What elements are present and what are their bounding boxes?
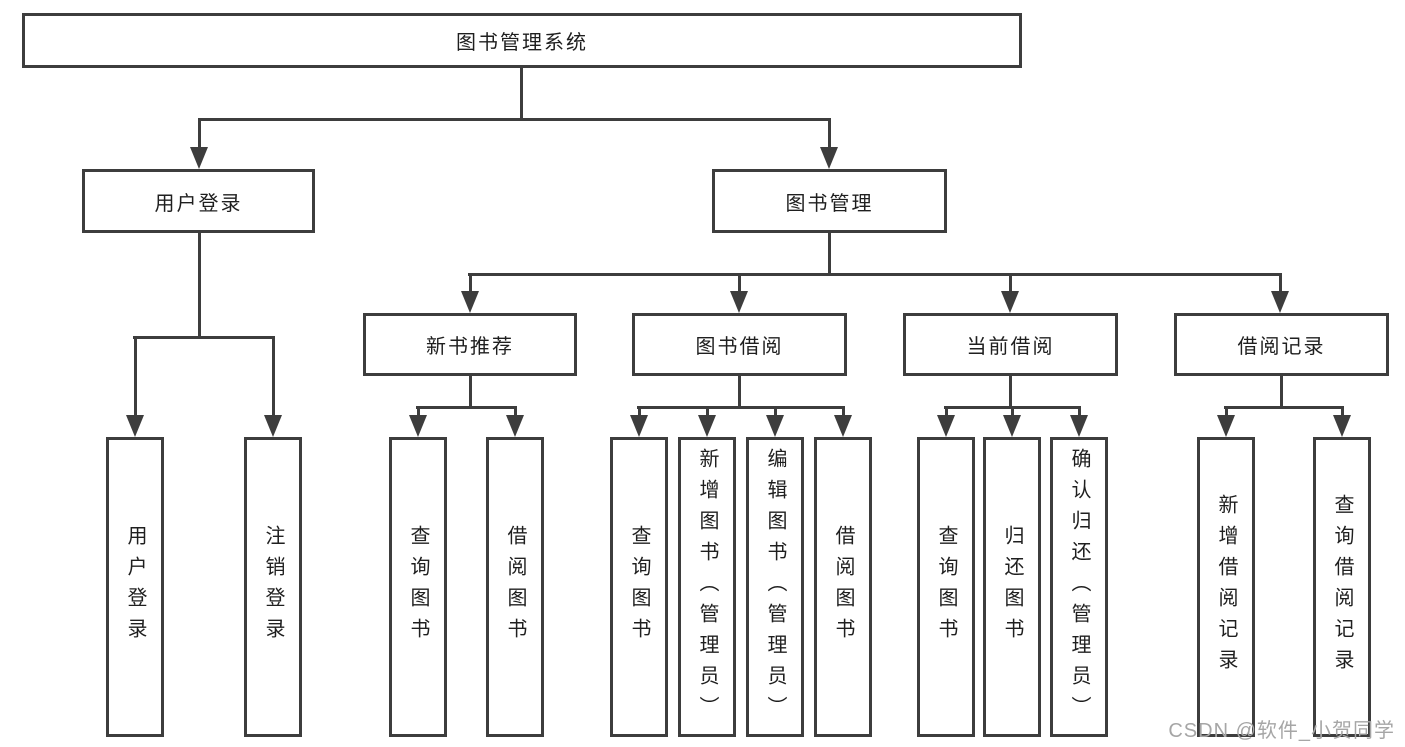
arrowhead-down [1271,291,1289,313]
leaf-recommend-borrow-books-label: 借阅图书 [504,525,526,649]
connector-line [828,233,831,273]
leaf-borrow-add-books: 新增图书（管理员） [678,437,736,737]
connector-line [842,406,845,418]
connector-line [272,336,275,417]
leaf-recommend-borrow-books: 借阅图书 [486,437,544,737]
connector-line [520,68,523,118]
leaf-current-return-books: 归还图书 [983,437,1041,737]
connector-line [416,406,517,409]
leaf-user-login: 用户登录 [106,437,164,737]
arrowhead-down [834,415,852,437]
leaf-logout-login: 注销登录 [244,437,302,737]
connector-line [738,273,741,293]
connector-line [134,336,137,417]
connector-line [1225,406,1228,418]
connector-line [1011,406,1014,418]
connector-line [133,336,275,339]
connector-line [1009,273,1012,293]
node-current-borrow: 当前借阅 [903,313,1118,376]
connector-line [198,233,201,336]
arrowhead-down [461,291,479,313]
leaf-recommend-query-books-label: 查询图书 [407,525,429,649]
leaf-records-query-record: 查询借阅记录 [1313,437,1371,737]
leaf-records-add-record-label: 新增借阅记录 [1215,494,1237,680]
connector-line [1224,406,1344,409]
arrowhead-down [937,415,955,437]
node-root: 图书管理系统 [22,13,1022,68]
connector-line [198,118,201,150]
node-book-management-label: 图书管理 [785,192,874,215]
node-book-management: 图书管理 [712,169,947,233]
leaf-current-query-books: 查询图书 [917,437,975,737]
leaf-user-login-label: 用户登录 [124,525,146,649]
arrowhead-down [698,415,716,437]
connector-line [1078,406,1081,418]
connector-line [514,406,517,418]
arrowhead-down [1217,415,1235,437]
connector-line [1279,273,1282,293]
connector-line [1341,406,1344,418]
node-user-login-label: 用户登录 [154,192,243,215]
arrowhead-down [190,147,208,169]
connector-line [469,273,472,293]
node-root-label: 图书管理系统 [456,32,588,54]
leaf-borrow-borrow-books-label: 借阅图书 [832,525,854,649]
arrowhead-down [126,415,144,437]
node-current-borrow-label: 当前借阅 [966,336,1055,358]
arrowhead-down [630,415,648,437]
leaf-borrow-query-books: 查询图书 [610,437,668,737]
arrowhead-down [409,415,427,437]
arrowhead-down [820,147,838,169]
leaf-records-query-record-label: 查询借阅记录 [1331,494,1353,680]
connector-line [469,376,472,406]
arrowhead-down [1001,291,1019,313]
leaf-borrow-add-books-label: 新增图书（管理员） [696,447,718,727]
connector-line [417,406,420,418]
arrowhead-down [506,415,524,437]
connector-line [468,273,1282,276]
connector-line [828,118,831,150]
leaf-current-confirm-return-label: 确认归还（管理员） [1068,447,1090,727]
leaf-borrow-query-books-label: 查询图书 [628,525,650,649]
arrowhead-down [730,291,748,313]
node-new-book-recommend-label: 新书推荐 [426,336,514,358]
node-borrow-records: 借阅记录 [1174,313,1389,376]
node-user-login: 用户登录 [82,169,315,233]
connector-line [637,406,845,409]
arrowhead-down [1333,415,1351,437]
csdn-watermark: CSDN @软件_小贺同学 [1168,720,1395,742]
connector-line [706,406,709,418]
node-book-borrow: 图书借阅 [632,313,847,376]
connector-line [1280,376,1283,406]
node-new-book-recommend: 新书推荐 [363,313,577,376]
connector-line [1009,376,1012,406]
leaf-current-confirm-return: 确认归还（管理员） [1050,437,1108,737]
node-book-borrow-label: 图书借阅 [695,336,784,358]
connector-line [738,376,741,406]
arrowhead-down [766,415,784,437]
leaf-current-query-books-label: 查询图书 [935,525,957,649]
leaf-logout-login-label: 注销登录 [262,525,284,649]
arrowhead-down [1003,415,1021,437]
leaf-recommend-query-books: 查询图书 [389,437,447,737]
leaf-borrow-borrow-books: 借阅图书 [814,437,872,737]
connector-line [774,406,777,418]
node-borrow-records-label: 借阅记录 [1237,336,1326,358]
connector-line [638,406,641,418]
leaf-current-return-books-label: 归还图书 [1001,525,1023,649]
arrowhead-down [1070,415,1088,437]
leaf-borrow-edit-books: 编辑图书（管理员） [746,437,804,737]
leaf-borrow-edit-books-label: 编辑图书（管理员） [764,447,786,727]
leaf-records-add-record: 新增借阅记录 [1197,437,1255,737]
connector-line [198,118,831,121]
arrowhead-down [264,415,282,437]
connector-line [945,406,948,418]
